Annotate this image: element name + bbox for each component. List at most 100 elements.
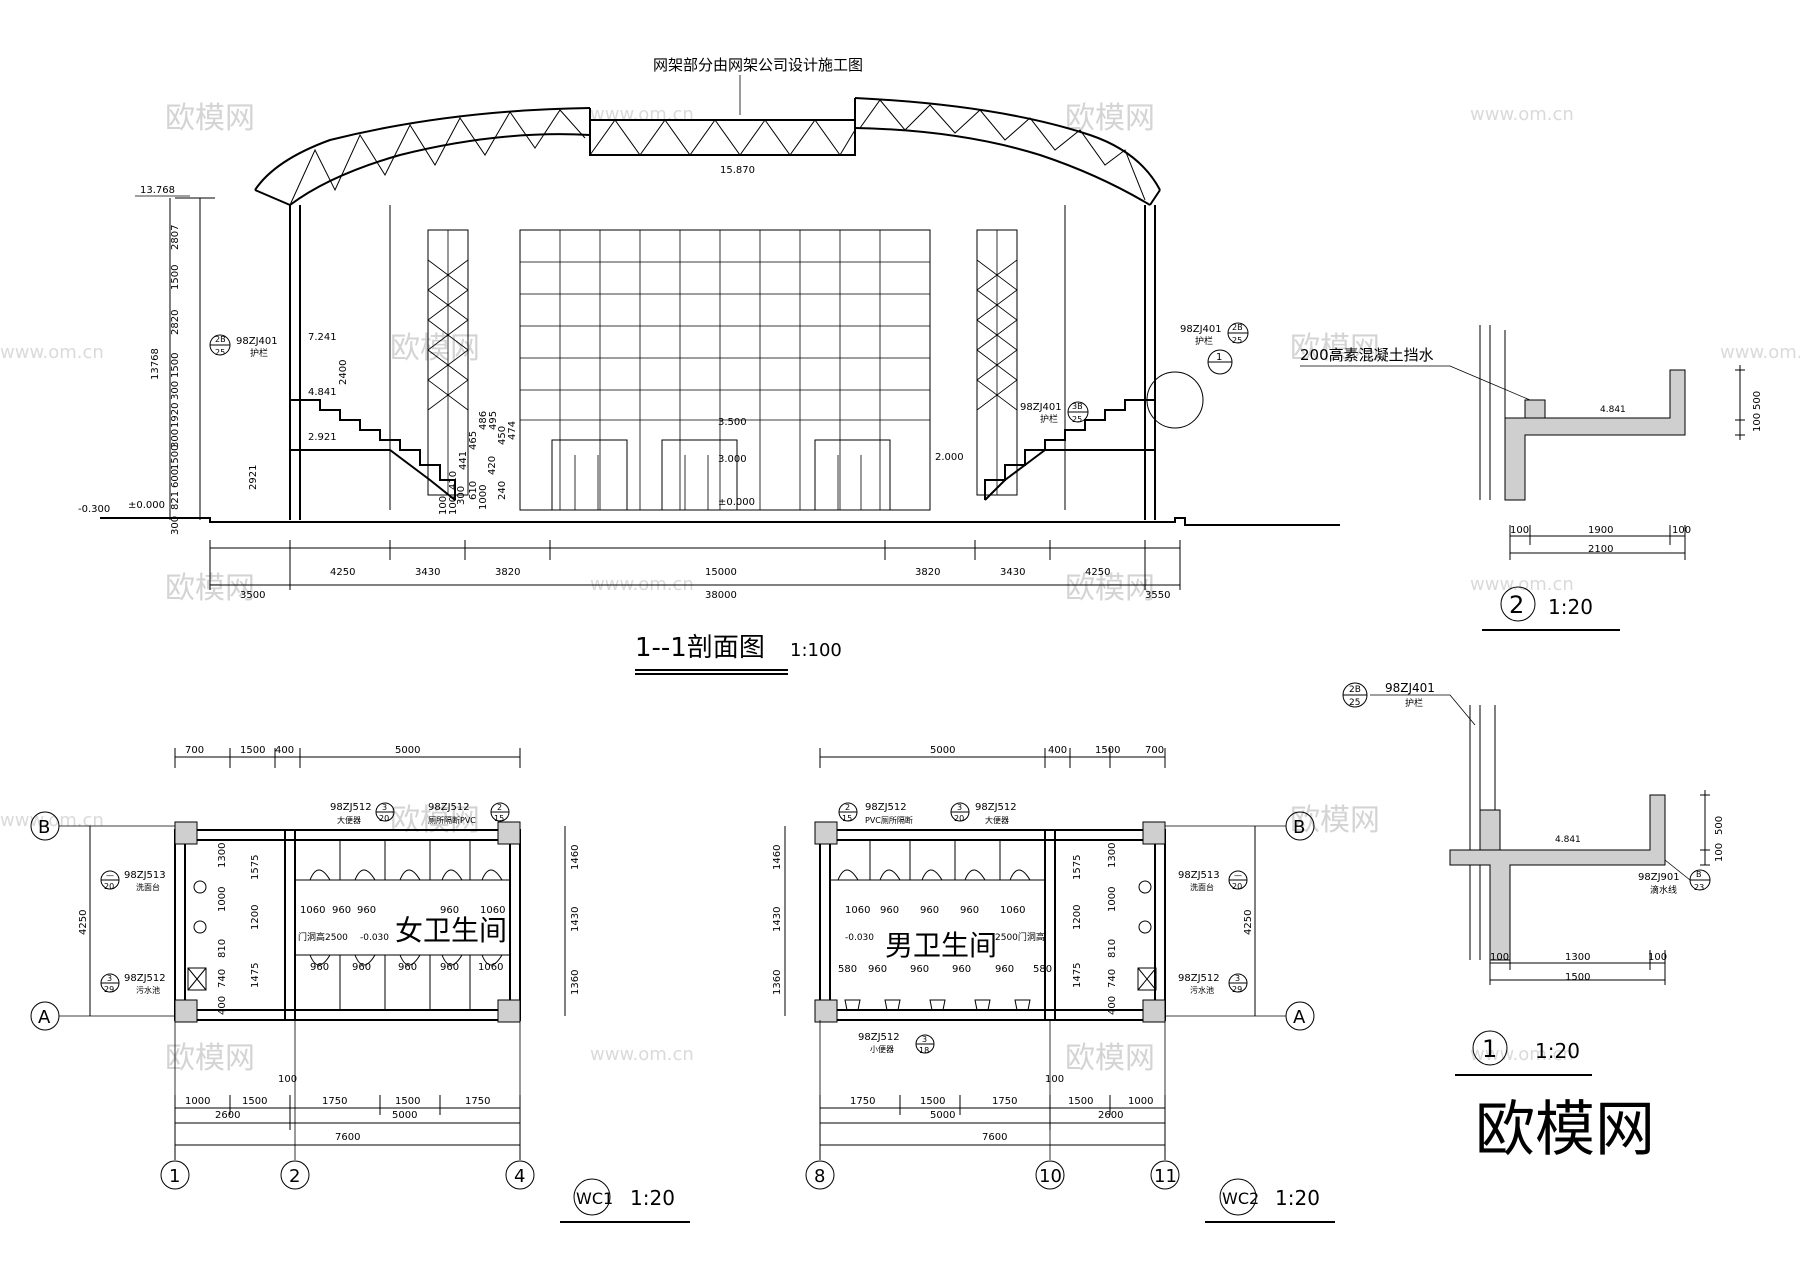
watermark-url: www.om.cn — [0, 342, 104, 363]
ref-note: 护栏 — [1405, 697, 1423, 709]
stall-dim: 960 — [880, 905, 899, 916]
detail-ref-stair: 3B 25 98ZJ401 护栏 — [1020, 401, 1089, 425]
dim-text: 740 — [217, 969, 228, 988]
ref-sheet: 20 — [104, 882, 114, 891]
roof-note: 网架部分由网架公司设计施工图 — [653, 56, 863, 74]
dim-text: 300 — [170, 516, 181, 535]
dim-text: 3430 — [415, 567, 440, 578]
dim-text: 441 — [458, 451, 469, 470]
ref-sheet: 25 — [1232, 336, 1242, 345]
dim-text: 1900 — [1588, 525, 1613, 536]
dim-text: 1475 — [250, 963, 261, 988]
dim-text: 38000 — [705, 590, 737, 601]
roof-truss — [254, 97, 1161, 206]
ref-sheet: 15 — [842, 814, 852, 823]
dim-text: 3820 — [495, 567, 520, 578]
ref-sheet: 23 — [1694, 883, 1704, 892]
detail-elev: 4.841 — [1555, 835, 1581, 845]
dim-text: 1000 — [1128, 1096, 1153, 1107]
dim-text: 486 — [478, 411, 489, 430]
dim-text: 15000 — [705, 567, 737, 578]
dim-text: 100 — [1510, 525, 1529, 536]
plan-tag-bubble — [1219, 1178, 1257, 1216]
ref-code: 98ZJ512 — [865, 802, 907, 813]
dim-text: 2400 — [338, 360, 349, 385]
watermark: 欧模网 — [390, 803, 480, 838]
watermark: 欧模网 — [1065, 1041, 1155, 1076]
urinal-dim: 580 — [838, 964, 857, 975]
axis-label: 2 — [289, 1166, 300, 1187]
ref-num: 3 — [957, 803, 962, 812]
stall-dim: 1060 — [1000, 905, 1025, 916]
dim-text: 400 — [1048, 745, 1067, 756]
dim-text: 1430 — [570, 907, 581, 932]
dim-text: 300 — [456, 486, 467, 505]
bottom-dims-row1: 4250 3430 3820 15000 3820 3430 4250 — [330, 567, 1110, 578]
dim-text: 1460 — [570, 845, 581, 870]
left-tier — [290, 399, 456, 500]
ref-code: 98ZJ401 — [1385, 681, 1435, 695]
detail-bubble — [1472, 1030, 1508, 1066]
site-logo: 欧模网 — [1475, 1095, 1655, 1165]
watermark-url: www.om.cn — [1470, 104, 1574, 125]
ref-num: B — [1696, 870, 1702, 879]
elev-label: 3.500 — [718, 417, 747, 428]
stall-dim: 1060 — [480, 905, 505, 916]
dim-text: 100 — [1648, 952, 1667, 963]
dim-text: 810 — [217, 939, 228, 958]
urinal-dim: 960 — [995, 964, 1014, 975]
stall-dim: 1060 — [845, 905, 870, 916]
dim-text: 2100 — [1588, 544, 1613, 555]
detail-elev: 4.841 — [1600, 405, 1626, 415]
dim-text: 1500 — [240, 745, 265, 756]
dim-text: 410 — [448, 471, 459, 490]
elev-label: 3.000 — [718, 454, 747, 465]
ridge-elevation: 15.870 — [720, 165, 755, 176]
ref-num: 3 — [1235, 974, 1240, 983]
watermark: 欧模网 — [1065, 571, 1155, 606]
stall-dim: 960 — [357, 905, 376, 916]
dim-text: 1500 — [920, 1096, 945, 1107]
floor-elev: -0.030 — [845, 933, 874, 943]
urinal-row — [844, 999, 1031, 1011]
plan-tag-bubble — [573, 1178, 611, 1216]
dim-text: 100 — [1490, 952, 1509, 963]
section-1-1: 网架部分由网架公司设计施工图 15.870 13.768 — [78, 56, 1340, 675]
dim-text: 1750 — [850, 1096, 875, 1107]
stair-dims: 495 486 465 450 441 420 474 410 300 1000… — [438, 411, 518, 515]
axis-label: A — [38, 1007, 51, 1028]
glass-curtain-wall — [427, 229, 1018, 511]
dim-text: 1300 — [1107, 843, 1118, 868]
dim-text: 100 — [1752, 413, 1763, 432]
dim-text: 300 — [170, 429, 181, 448]
ref-sheet: 20 — [954, 814, 964, 823]
ref-num: 3 — [107, 974, 112, 983]
ref-code: 98ZJ512 — [975, 802, 1017, 813]
detail-scale: 1:20 — [1548, 595, 1593, 619]
dim-text: 2600 — [215, 1110, 240, 1121]
dim-text: 3500 — [240, 590, 265, 601]
dim-text: 5000 — [930, 1110, 955, 1121]
ref-note: 污水池 — [136, 985, 160, 995]
ref-note: 滴水线 — [1650, 884, 1677, 896]
stall-dim: 960 — [920, 905, 939, 916]
ref-num: 2 — [845, 803, 850, 812]
ref-code: 98ZJ512 — [428, 802, 470, 813]
dim-text: 1500 — [170, 353, 181, 378]
ref-code: 98ZJ512 — [858, 1032, 900, 1043]
plan-tag: WC2 — [1222, 1189, 1259, 1208]
ref-code: 98ZJ512 — [124, 973, 166, 984]
dim-text: 4250 — [1085, 567, 1110, 578]
bubble-num: 1 — [1482, 1035, 1497, 1063]
ref-code: 98ZJ513 — [1178, 870, 1220, 881]
left-vertical-dims: 2807 1500 2820 1500 300 1920 300 1500 60… — [150, 225, 349, 535]
ref-note: 大便器 — [337, 815, 361, 825]
stall-dim: 960 — [310, 962, 329, 973]
dim-text: 5000 — [930, 745, 955, 756]
ref-code: 98ZJ513 — [124, 870, 166, 881]
stall-dim: 1060 — [478, 962, 503, 973]
ref-num: 3 — [922, 1035, 927, 1044]
ref-note: 护栏 — [250, 347, 268, 359]
axis-bubble — [1035, 1160, 1065, 1190]
axis-label: A — [1293, 1007, 1306, 1028]
